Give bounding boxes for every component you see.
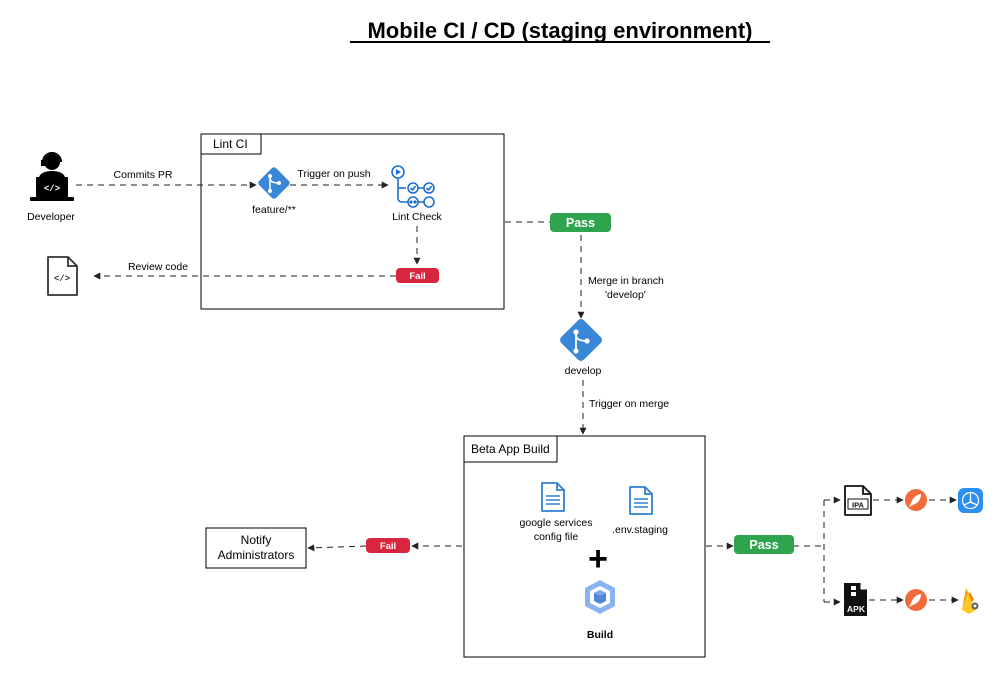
- edge-label-merge-line1: Merge in branch: [588, 275, 664, 287]
- firebase-icon: [962, 588, 979, 614]
- build-fail-label: Fail: [380, 541, 396, 552]
- svg-text:</>: </>: [54, 274, 70, 284]
- document-icon: [629, 486, 653, 515]
- plus-sign: +: [588, 540, 608, 578]
- beta-build-title: Beta App Build: [471, 442, 550, 456]
- notify-label-line1: Notify: [241, 533, 272, 547]
- google-config-node: google services config file: [520, 482, 593, 543]
- notify-admins-node: Notify Administrators: [205, 527, 307, 569]
- edge-label-merge-line2: 'develop': [605, 289, 646, 301]
- developer-node: </> Developer: [27, 152, 75, 223]
- build-cube-icon: [585, 580, 615, 614]
- google-config-label-line1: google services: [520, 517, 593, 529]
- lint-check-label: Lint Check: [392, 211, 442, 223]
- edge-label-trigger-push: Trigger on push: [297, 168, 370, 180]
- beta-build-title-tab: [463, 435, 558, 463]
- develop-branch-label: develop: [565, 365, 602, 377]
- lint-check-node: Lint Check: [391, 165, 443, 223]
- feature-branch-label: feature/**: [252, 204, 296, 216]
- rocket-icon: [905, 589, 927, 611]
- lint-pass-label: Pass: [566, 216, 595, 230]
- build-label: Build: [587, 629, 613, 641]
- git-branch-icon: [258, 167, 290, 199]
- lint-ci-title-tab: [200, 133, 262, 155]
- edge-label-commits-pr: Commits PR: [114, 169, 173, 181]
- lint-pass-badge: Pass: [550, 213, 611, 232]
- build-pass-badge: Pass: [734, 535, 794, 554]
- workflow-icon: [391, 165, 435, 208]
- build-fail-badge: Fail: [366, 538, 410, 553]
- lint-fail-label: Fail: [409, 271, 425, 282]
- feature-branch-node: feature/**: [252, 167, 296, 216]
- page-title: Mobile CI / CD (staging environment): [367, 18, 752, 43]
- rocket-icon: [905, 489, 927, 511]
- beta-build-group: Beta App Build: [463, 435, 706, 658]
- svg-text:</>: </>: [44, 184, 60, 194]
- apk-label: APK: [847, 604, 866, 614]
- code-file-icon: </>: [47, 256, 78, 296]
- git-branch-icon: [560, 319, 602, 361]
- develop-branch-node: develop: [560, 319, 602, 377]
- build-node: Build: [585, 580, 615, 641]
- lint-fail-badge: Fail: [396, 268, 439, 283]
- env-staging-node: .env.staging: [612, 486, 668, 536]
- apk-file-icon: APK: [844, 583, 867, 616]
- edge-fail-to-notify: [307, 544, 367, 552]
- edges: [76, 181, 959, 606]
- developer-label: Developer: [27, 211, 75, 223]
- edge-label-review-code: Review code: [128, 261, 188, 273]
- document-icon: [541, 482, 565, 512]
- build-pass-label: Pass: [749, 538, 778, 552]
- notify-label-line2: Administrators: [218, 548, 295, 562]
- google-config-label-line2: config file: [534, 531, 579, 543]
- lint-ci-group: Lint CI: [200, 133, 505, 310]
- ipa-label: IPA: [852, 501, 865, 510]
- ipa-file-icon: IPA: [844, 485, 872, 516]
- edge-label-trigger-merge: Trigger on merge: [589, 398, 669, 410]
- env-staging-label: .env.staging: [612, 524, 668, 536]
- testflight-icon: [958, 488, 983, 513]
- developer-laptop-icon: </>: [30, 152, 74, 201]
- lint-ci-title: Lint CI: [213, 137, 248, 151]
